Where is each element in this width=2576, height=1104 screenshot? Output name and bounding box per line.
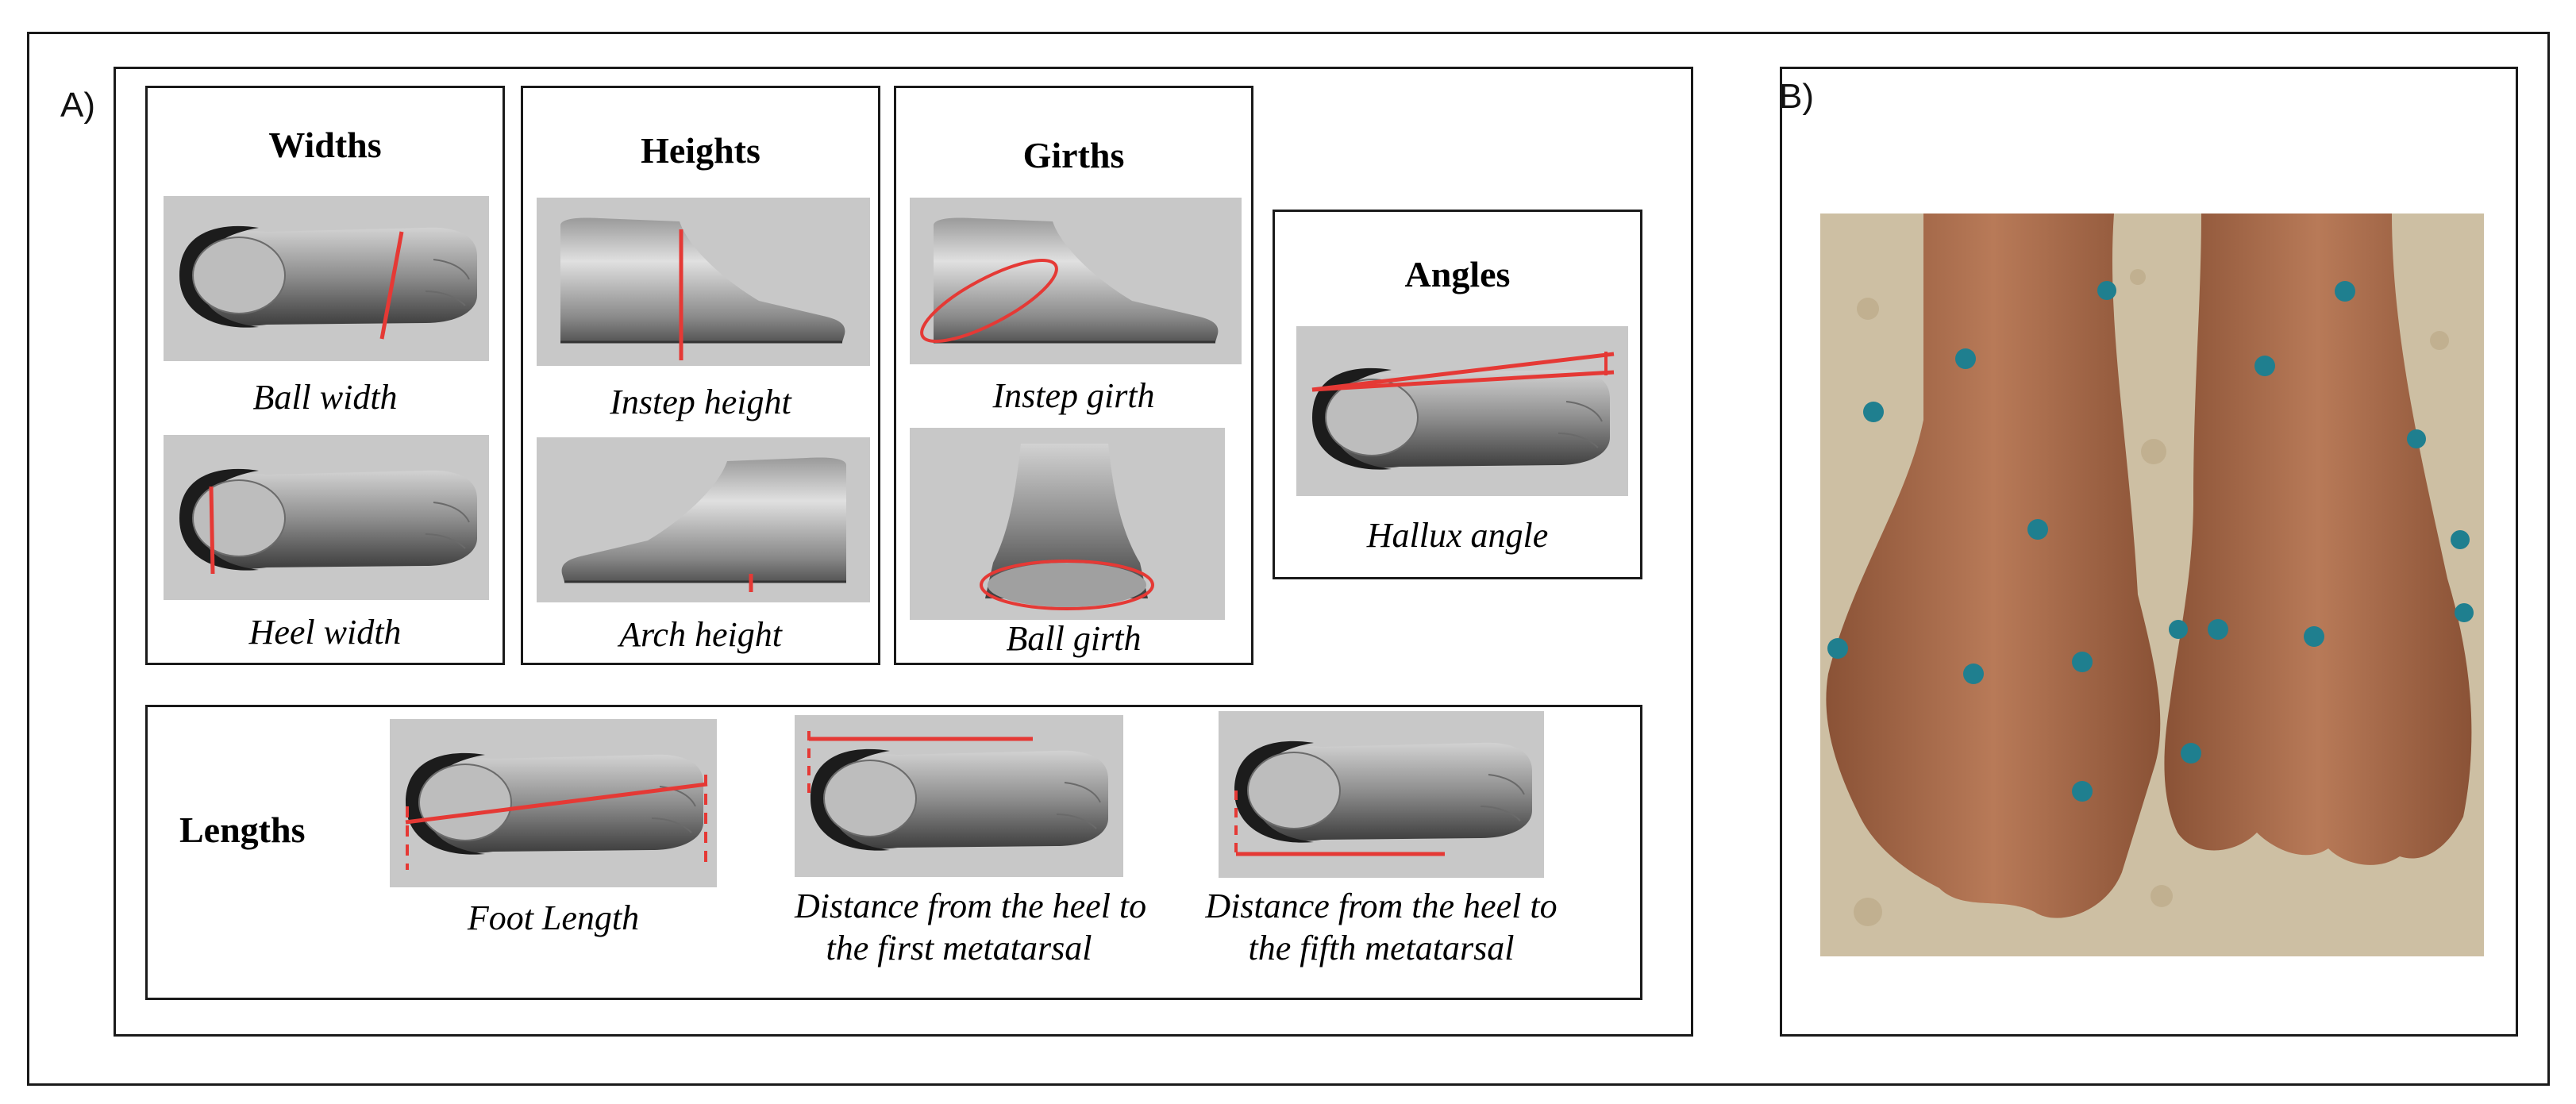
foot-length-line [405, 782, 708, 825]
panel-a-label: A) [60, 86, 95, 125]
instep-girth-image [910, 198, 1242, 364]
fifth-caption-line-1: Distance from the heel to [1205, 887, 1558, 925]
foot-length-caption: Foot Length [467, 898, 640, 937]
fifth-caption-line-2: the fifth metatarsal [1248, 928, 1515, 967]
feet-photo [1820, 213, 2484, 956]
panel-b-label: B) [1779, 77, 1814, 116]
first-caption-line-1: Distance from the heel to [795, 887, 1147, 925]
first-caption-line-2: the first metatarsal [826, 928, 1092, 967]
heights-title: Heights [641, 130, 760, 171]
heel-width-line [209, 486, 215, 575]
ball-width-image [164, 196, 489, 361]
instep-height-image [537, 198, 870, 366]
arch-height-caption: Arch height [619, 615, 782, 654]
lengths-box: Lengths Foot Length Distance from the he… [145, 705, 1642, 1000]
angles-box: Angles Hallux angle [1273, 210, 1642, 579]
heel-first-metatarsal-image [795, 715, 1123, 877]
ball-width-line [379, 231, 404, 340]
foot-length-image [390, 719, 717, 887]
widths-title: Widths [268, 125, 382, 165]
instep-girth-ellipse [920, 259, 1058, 343]
heel-width-image [164, 435, 489, 600]
girths-box: Girths Instep girth Ball girth [894, 86, 1253, 665]
angles-title: Angles [1404, 254, 1511, 294]
hallux-angle-caption: Hallux angle [1366, 516, 1549, 555]
instep-girth-caption: Instep girth [992, 376, 1155, 415]
marker-dots [1827, 281, 2474, 802]
ball-girth-ellipse [980, 560, 1154, 610]
hallux-angle-image [1296, 326, 1628, 496]
heel-fifth-metatarsal-image [1219, 711, 1544, 878]
left-foot [1826, 213, 2161, 918]
ball-girth-caption: Ball girth [1006, 619, 1142, 658]
heights-box: Heights Instep height Arch height [521, 86, 880, 665]
hallux-angle-line-2 [1311, 370, 1615, 392]
ball-girth-image [910, 428, 1225, 620]
panel-b-frame: B) [1779, 67, 2518, 1037]
widths-box: Widths Ball width Heel width [145, 86, 505, 665]
arch-height-image [537, 437, 870, 602]
heel-first-metatarsal-caption: Distance from the heel to the first meta… [795, 886, 1146, 970]
hallux-angle-line-1 [1311, 352, 1615, 392]
heel-width-caption: Heel width [248, 613, 402, 652]
instep-height-caption: Instep height [610, 383, 791, 421]
lengths-title: Lengths [179, 810, 306, 850]
right-foot [2164, 213, 2472, 865]
heel-fifth-metatarsal-caption: Distance from the heel to the fifth meta… [1180, 886, 1583, 970]
girths-title: Girths [1022, 135, 1125, 175]
ball-width-caption: Ball width [252, 378, 398, 417]
